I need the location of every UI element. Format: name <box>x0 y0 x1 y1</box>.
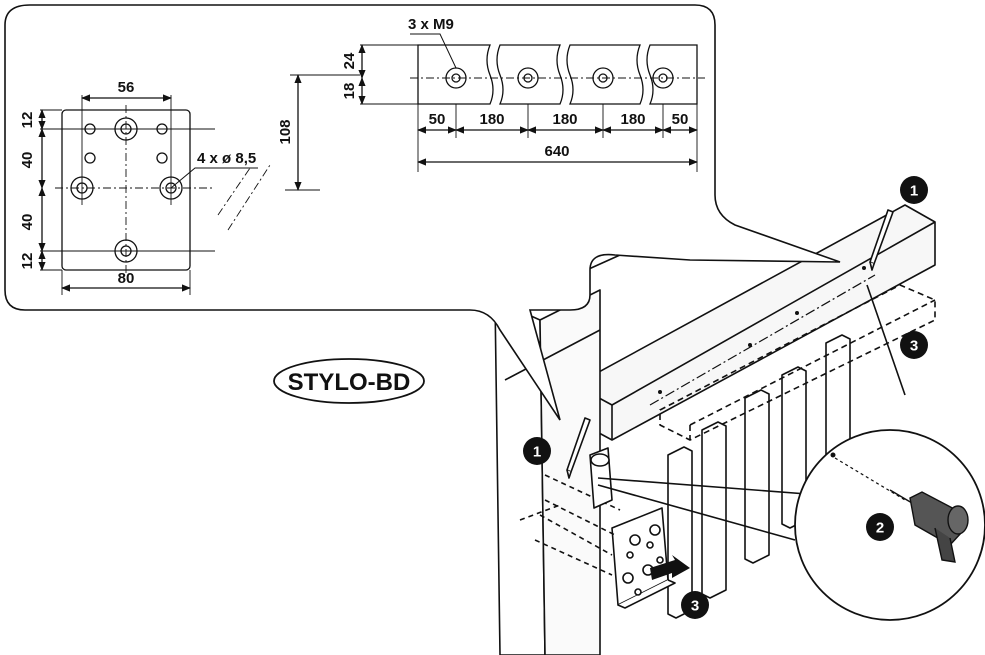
step-badge-drill: 2 <box>866 513 894 541</box>
product-label: STYLO-BD <box>273 358 425 404</box>
push-arrow <box>650 555 690 580</box>
step-badge-fix-bracket: 3 <box>681 591 709 619</box>
dim-height-upper: 24 <box>341 52 358 69</box>
leader-hinge <box>597 477 821 496</box>
dim-total-length: 640 <box>544 143 569 160</box>
rail-drawing <box>285 33 705 191</box>
bracket-holes <box>70 117 183 263</box>
dim-edge-top: 12 <box>19 112 36 129</box>
step-badge-mark-top: 1 <box>900 176 928 204</box>
gate-scene <box>494 204 936 655</box>
leader-top <box>866 284 906 396</box>
dim-end-right: 50 <box>672 111 689 128</box>
svg-text:1: 1 <box>910 183 918 200</box>
step-badge-fix-rail: 3 <box>900 331 928 359</box>
dim-end-left: 50 <box>429 111 446 128</box>
dim-seg-3: 180 <box>620 111 645 128</box>
rail-ghost <box>659 284 936 441</box>
svg-text:1: 1 <box>533 444 541 461</box>
dim-bracket-width: 80 <box>118 270 135 287</box>
beam-centre-line <box>649 274 876 406</box>
beam-marks <box>658 266 866 394</box>
bracket-drawing <box>38 94 271 295</box>
technical-callout <box>4 4 841 421</box>
fence-slats <box>667 334 851 619</box>
note-bracket-holes: 4 x ø 8,5 <box>197 150 256 167</box>
dim-edge-bottom: 12 <box>19 253 36 270</box>
dim-seg-1: 180 <box>479 111 504 128</box>
drill-icon <box>889 489 969 563</box>
dim-gap-lower: 40 <box>19 214 36 231</box>
step-badge-mark-post: 1 <box>523 437 551 465</box>
svg-text:3: 3 <box>910 338 918 355</box>
dim-gap-upper: 40 <box>19 152 36 169</box>
dim-offset: 108 <box>277 119 294 144</box>
dim-height-lower: 18 <box>341 83 358 100</box>
product-name: STYLO-BD <box>288 369 411 396</box>
dim-hole-spacing: 56 <box>118 79 135 96</box>
bracket-3d <box>611 507 676 609</box>
svg-text:3: 3 <box>691 598 699 615</box>
pillar-dash-lines <box>519 474 621 576</box>
dim-seg-2: 180 <box>552 111 577 128</box>
svg-text:2: 2 <box>876 520 884 537</box>
pencil-top <box>869 209 894 271</box>
note-rail-holes: 3 x M9 <box>408 16 454 33</box>
pencil-post <box>566 417 591 479</box>
leader-hinge-2 <box>597 484 796 541</box>
